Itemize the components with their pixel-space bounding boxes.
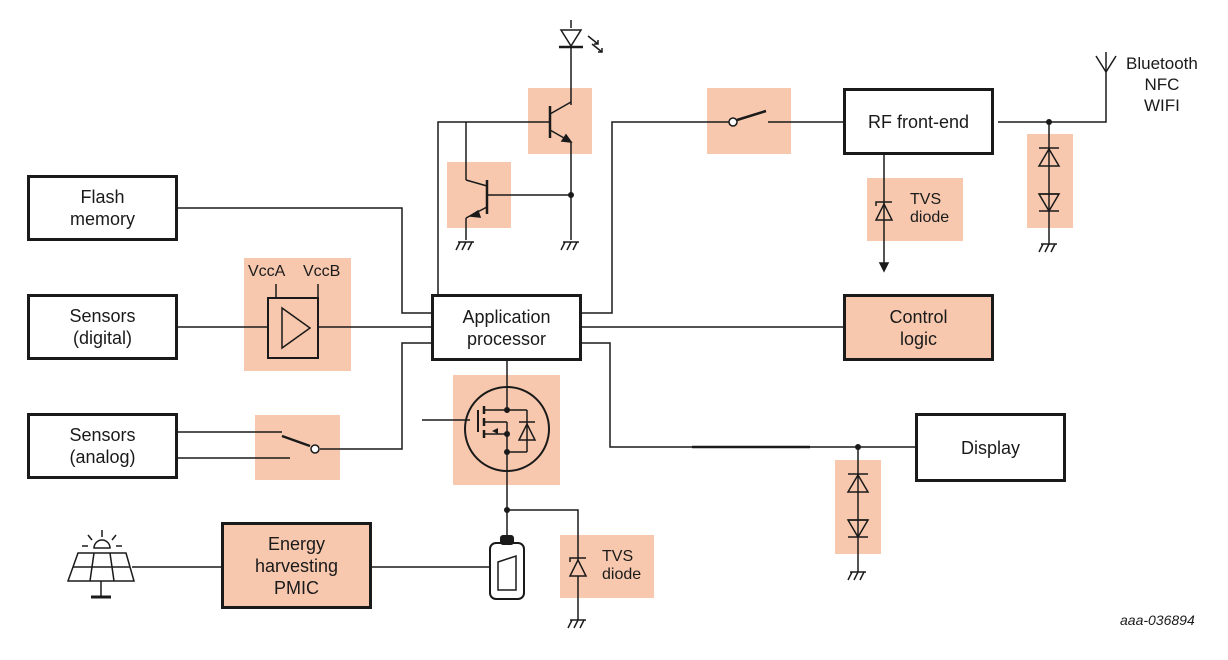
tvs-rf-label-2: diode [910,209,950,226]
wires [132,72,1107,568]
junction-dot [855,444,861,450]
energy-pmic-label-2: harvesting [254,555,339,576]
sensors-analog-block: Sensors (analog) [27,413,178,479]
analog-switch-icon [281,434,320,454]
energy-pmic-label-3: PMIC [274,577,319,598]
vcca-label: VccA [248,263,286,280]
sensors-analog-label-2: (analog) [69,447,136,467]
battery-icon [489,535,525,600]
wireless-label-nfc: NFC [1144,75,1180,94]
led-transistor-pad [528,88,592,154]
junction-dot [568,192,574,198]
driver-transistor-icon [465,172,571,240]
rf-frontend-label: RF front-end [867,111,970,132]
sensors-analog-label-1: Sensors [69,425,136,445]
application-processor-label-1: Application [462,306,551,327]
flash-memory-label-1: Flash [80,187,125,207]
sensors-digital-label-1: Sensors [69,306,136,326]
rf-switch-pad [707,88,791,154]
tvs-rf-label: TVS diode [910,191,949,227]
solar-panel-icon [66,530,135,599]
flash-memory-block: Flash memory [27,175,178,241]
led-icon [559,20,603,105]
level-shifter-icon [267,284,319,359]
tvs-rf-pad [867,178,963,241]
display-block: Display [915,413,1066,482]
flash-memory-label-2: memory [69,209,135,229]
antenna-esd-icon [1037,122,1061,244]
analog-switch-pad [255,415,340,480]
control-logic-label-1: Control [889,306,948,327]
sensors-digital-label-2: (digital) [72,328,133,348]
vccb-label: VccB [303,263,341,280]
tvs-battery-label-1: TVS [602,548,634,565]
mosfet-arrow [492,428,498,434]
energy-pmic-label-1: Energy [267,533,326,554]
rf-switch-icon [728,109,767,127]
energy-harvesting-pmic-block: Energy harvesting PMIC [221,522,372,609]
mosfet-icon [464,386,550,472]
level-shifter-pad [244,258,351,371]
display-label: Display [960,437,1021,458]
control-logic-label-2: logic [899,328,938,349]
rf-frontend-block: RF front-end [843,88,994,155]
tvs-battery-icon [568,557,588,620]
mosfet-junctions [504,407,510,513]
control-logic-block: Control logic [843,294,994,361]
tvs-battery-label: TVS diode [602,548,641,584]
junction-dot [1046,119,1052,125]
wireless-label: Bluetooth NFC WIFI [1126,53,1198,116]
application-processor-label-2: processor [466,328,547,349]
tvs-rf-icon [874,201,894,273]
application-processor-block: Application processor [431,294,582,361]
tvs-battery-label-2: diode [602,566,642,583]
wireless-label-wifi: WIFI [1143,96,1180,115]
npn-transistor-icon [548,101,573,240]
tvs-battery-pad [560,535,654,598]
wireless-label-bluetooth: Bluetooth [1126,54,1198,73]
antenna-icon [1095,52,1117,73]
figure-id: aaa-036894 [1120,612,1195,628]
display-esd-icon [846,447,870,572]
sensors-digital-block: Sensors (digital) [27,294,178,360]
tvs-rf-label-1: TVS [910,191,942,208]
